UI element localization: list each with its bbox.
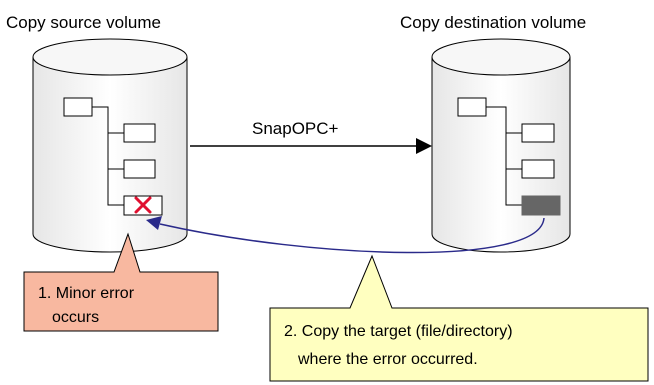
destination-file-1 <box>521 123 555 143</box>
source-file-tree <box>63 97 163 216</box>
destination-file-tree <box>457 97 555 206</box>
callout-copy-target-line1: 2. Copy the target (file/directory) <box>284 323 513 340</box>
source-volume-title: Copy source volume <box>6 13 161 32</box>
destination-file-2 <box>521 159 555 179</box>
source-volume-cylinder <box>32 38 188 253</box>
source-file-2 <box>123 159 156 179</box>
callout-minor-error-line2: occurs <box>52 309 99 326</box>
callout-copy-target: 2. Copy the target (file/directory) wher… <box>269 254 649 382</box>
destination-folder-root <box>457 97 487 117</box>
destination-volume-cylinder <box>431 38 571 253</box>
recovery-arrow <box>146 216 545 254</box>
callout-minor-error-line1: 1. Minor error <box>38 285 135 302</box>
source-file-1 <box>123 123 156 143</box>
source-folder-root <box>63 97 93 117</box>
error-x-icon <box>134 196 152 214</box>
callout-copy-target-line2: where the error occurred. <box>297 351 478 368</box>
destination-volume-title: Copy destination volume <box>400 13 586 32</box>
callout-minor-error: 1. Minor error occurs <box>23 232 219 332</box>
snapopc-arrow <box>190 138 432 154</box>
copied-block <box>521 195 561 216</box>
snapopc-label: SnapOPC+ <box>252 119 339 138</box>
